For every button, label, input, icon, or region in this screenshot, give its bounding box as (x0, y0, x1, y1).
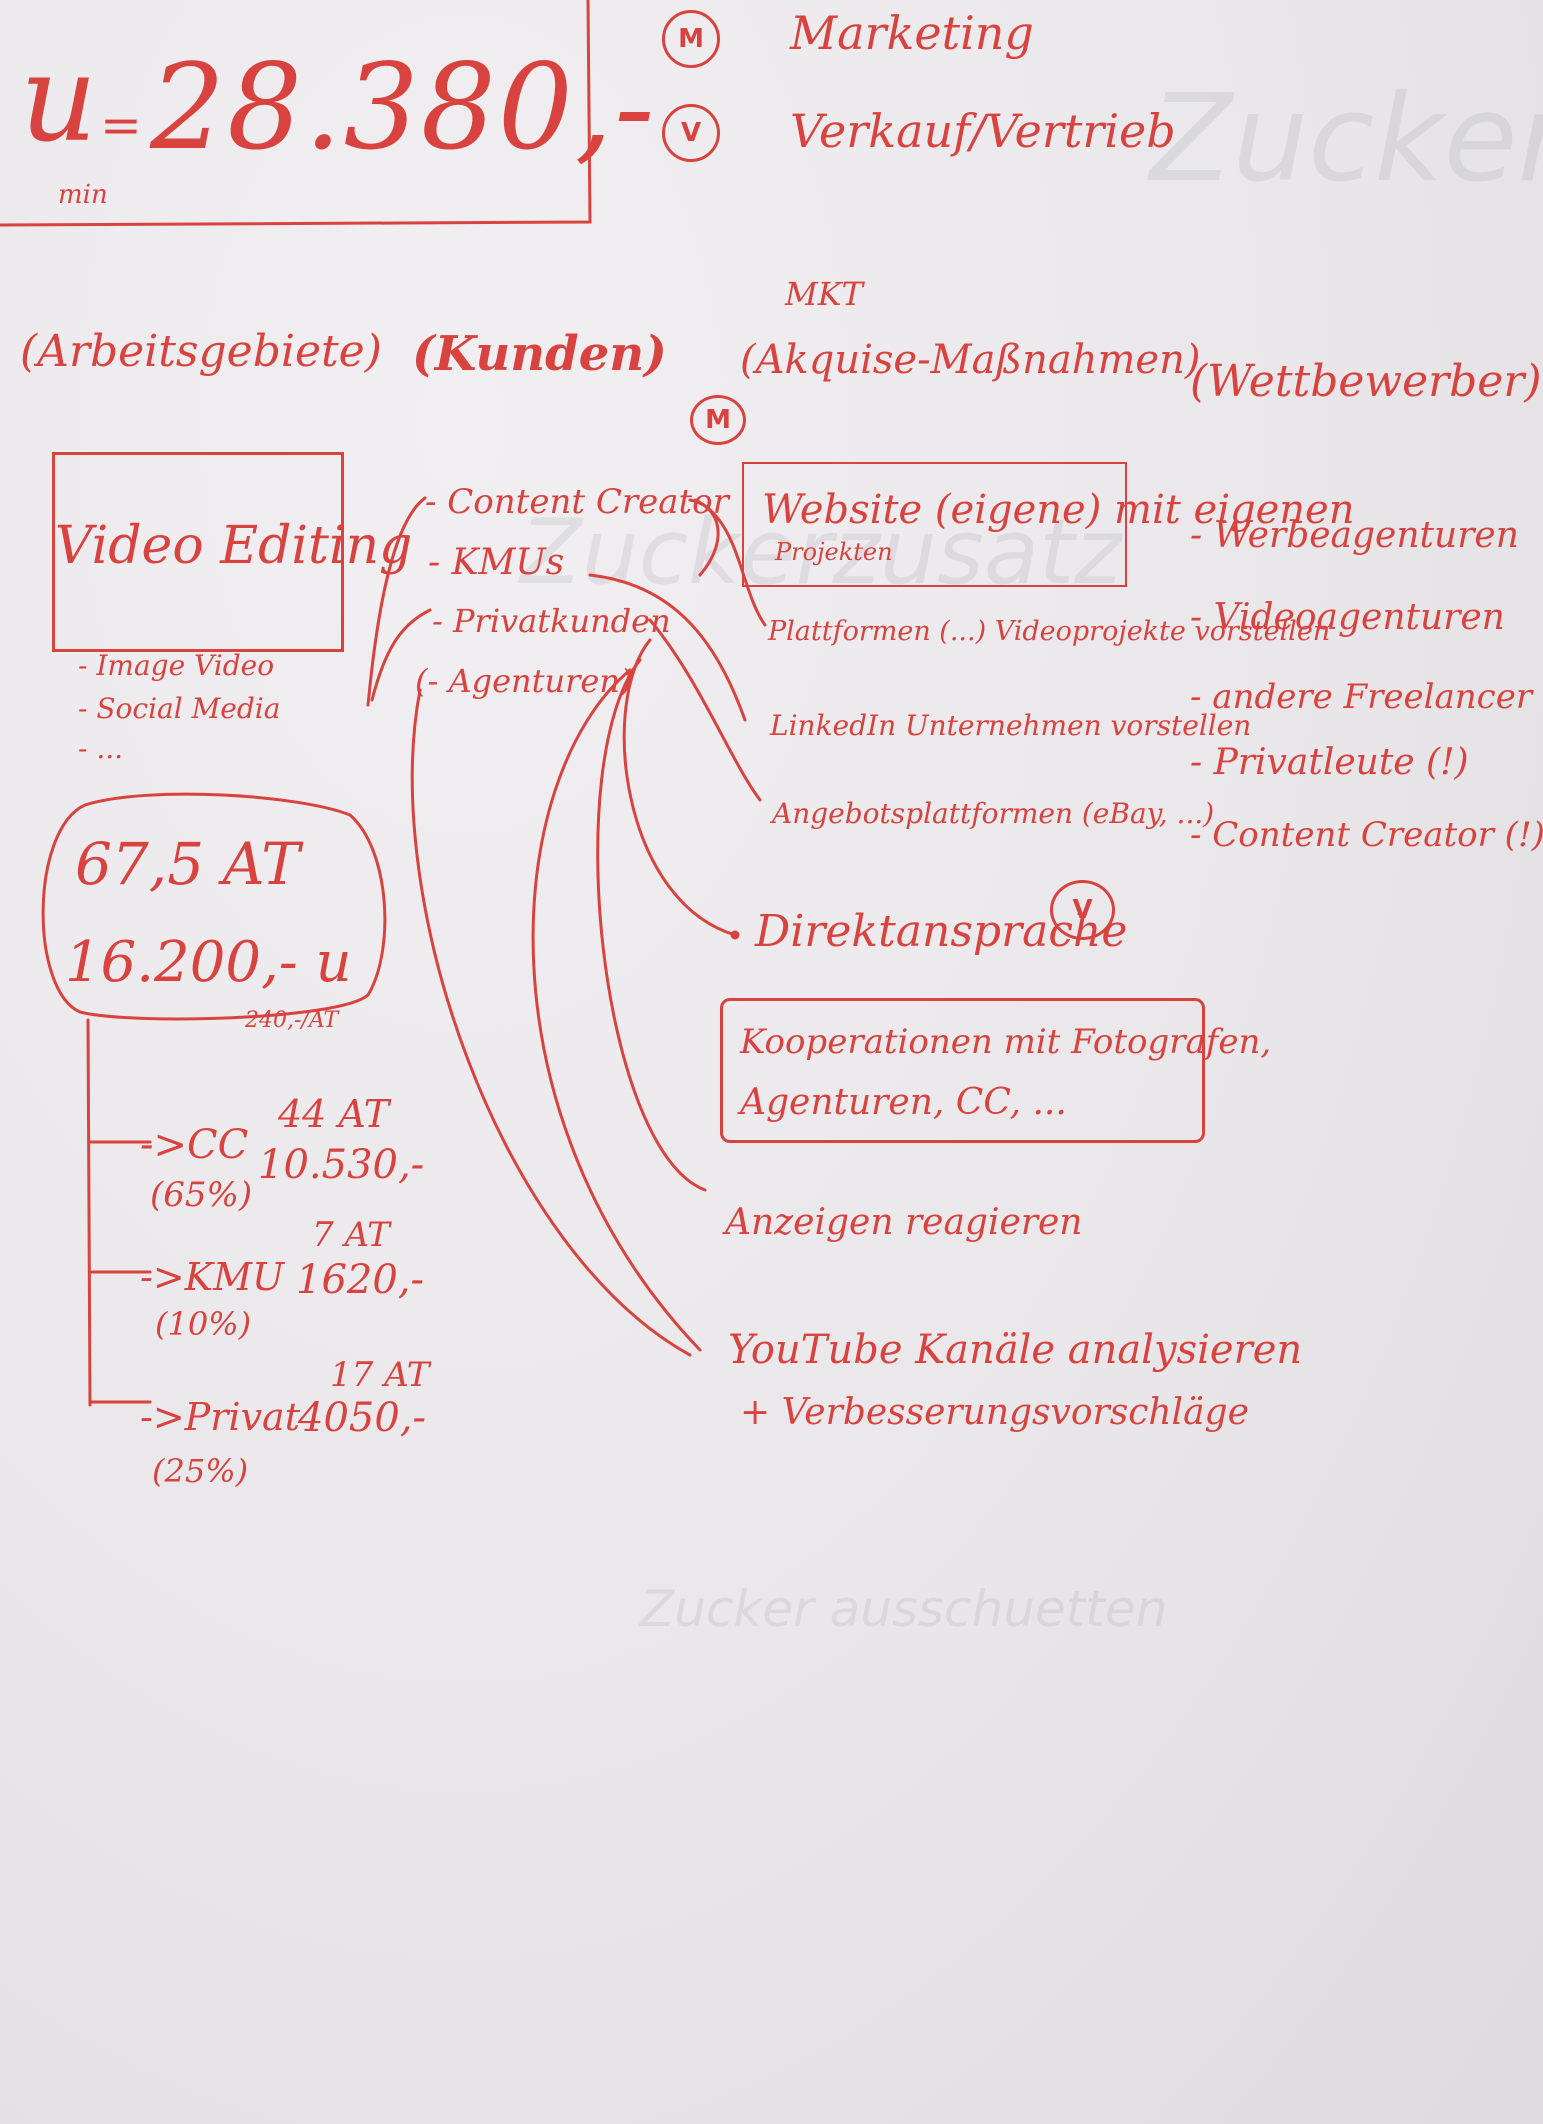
arbeitsgebiete-item-1: - Image Video (78, 649, 275, 682)
marketing-website: Website (eigene) mit eigenen (762, 487, 1355, 533)
column-kunden: (Kunden) (412, 326, 667, 382)
vertrieb-youtube-2: + Verbesserungsvorschläge (740, 1392, 1249, 1433)
wettbewerb-item-5: - Content Creator (!) (1190, 815, 1543, 855)
revenue-value: 28.380,- (150, 38, 657, 176)
wettbewerb-item-4: - Privatleute (!) (1190, 742, 1469, 783)
arbeitsgebiete-item-2: - Social Media (78, 692, 281, 725)
marketing-badge: M (690, 395, 746, 445)
segment-cc-amount: 10.530,- (258, 1142, 425, 1188)
revenue-equals: = (100, 96, 142, 154)
segment-privat-days: 17 AT (330, 1355, 430, 1395)
website-box (742, 462, 1127, 587)
column-wettbewerb: (Wettbewerber) (1190, 356, 1542, 407)
vertrieb-kooperation-1: Kooperationen mit Fotografen, (740, 1022, 1272, 1062)
video-editing-box (52, 452, 344, 652)
vertrieb-legend-icon: V (662, 104, 720, 162)
segment-privat-amount: 4050,- (298, 1395, 427, 1441)
revenue-label: u (20, 30, 98, 169)
kunden-item-1: - Content Creator (425, 482, 729, 522)
marketing-legend-icon: M (662, 10, 720, 68)
revenue-sub: min (58, 180, 108, 210)
arbeitsgebiete-item-3: - ... (78, 732, 124, 765)
segment-cc-label: ->CC (140, 1122, 249, 1168)
kooperation-box (720, 998, 1205, 1143)
segment-cc-days: 44 AT (278, 1092, 390, 1136)
vertrieb-youtube-1: YouTube Kanäle analysieren (728, 1327, 1303, 1373)
vertrieb-legend-text: Verkauf/Vertrieb (790, 104, 1176, 158)
ghost-writing-bottom: Zucker ausschuetten (640, 1580, 1168, 1638)
vertrieb-anzeigen: Anzeigen reagieren (725, 1202, 1083, 1243)
vertrieb-direkt: Direktansprache (755, 906, 1128, 957)
wettbewerb-item-1: - Werbeagenturen (1190, 515, 1519, 556)
ghost-writing-mid: Zuckerzusatz (520, 500, 1122, 605)
summary-rate: 240,-/AT (245, 1008, 339, 1033)
marketing-website-sub: Projekten (775, 538, 893, 566)
summary-amount: 16.200,- u (65, 930, 352, 995)
vertrieb-badge: V (1050, 880, 1115, 940)
ghost-writing-top: Zucker (1150, 70, 1543, 209)
wettbewerb-item-2: - Videoagenturen (1190, 597, 1505, 638)
column-mkt: (Akquise-Maßnahmen) (740, 337, 1201, 383)
segment-privat-share: (25%) (152, 1452, 249, 1490)
marketing-item-2: LinkedIn Unternehmen vorstellen (770, 709, 1252, 742)
segment-cc-share: (65%) (150, 1175, 253, 1215)
column-arbeitsgebiete: (Arbeitsgebiete) (20, 326, 382, 377)
marketing-legend-text: Marketing (790, 6, 1034, 60)
wettbewerb-item-3: - andere Freelancer (1190, 677, 1533, 717)
segment-privat-label: ->Privat (140, 1395, 300, 1439)
segment-kmu-label: ->KMU (140, 1255, 285, 1299)
segment-kmu-share: (10%) (155, 1305, 252, 1343)
column-mkt-top: MKT (785, 275, 864, 313)
marketing-item-3: Angebotsplattformen (eBay, ...) (772, 797, 1215, 830)
marketing-item-1: Plattformen (...) Videoprojekte vorstell… (768, 616, 1331, 647)
kunden-item-2: - KMUs (428, 542, 565, 583)
vertrieb-kooperation-2: Agenturen, CC, ... (740, 1082, 1067, 1123)
kunden-item-3: - Privatkunden (432, 602, 671, 640)
video-editing-label: Video Editing (55, 516, 413, 576)
segment-kmu-days: 7 AT (312, 1215, 390, 1255)
segment-kmu-amount: 1620,- (296, 1257, 425, 1303)
summary-days: 67,5 AT (75, 830, 300, 898)
kunden-item-4: (- Agenturen) (415, 662, 633, 700)
